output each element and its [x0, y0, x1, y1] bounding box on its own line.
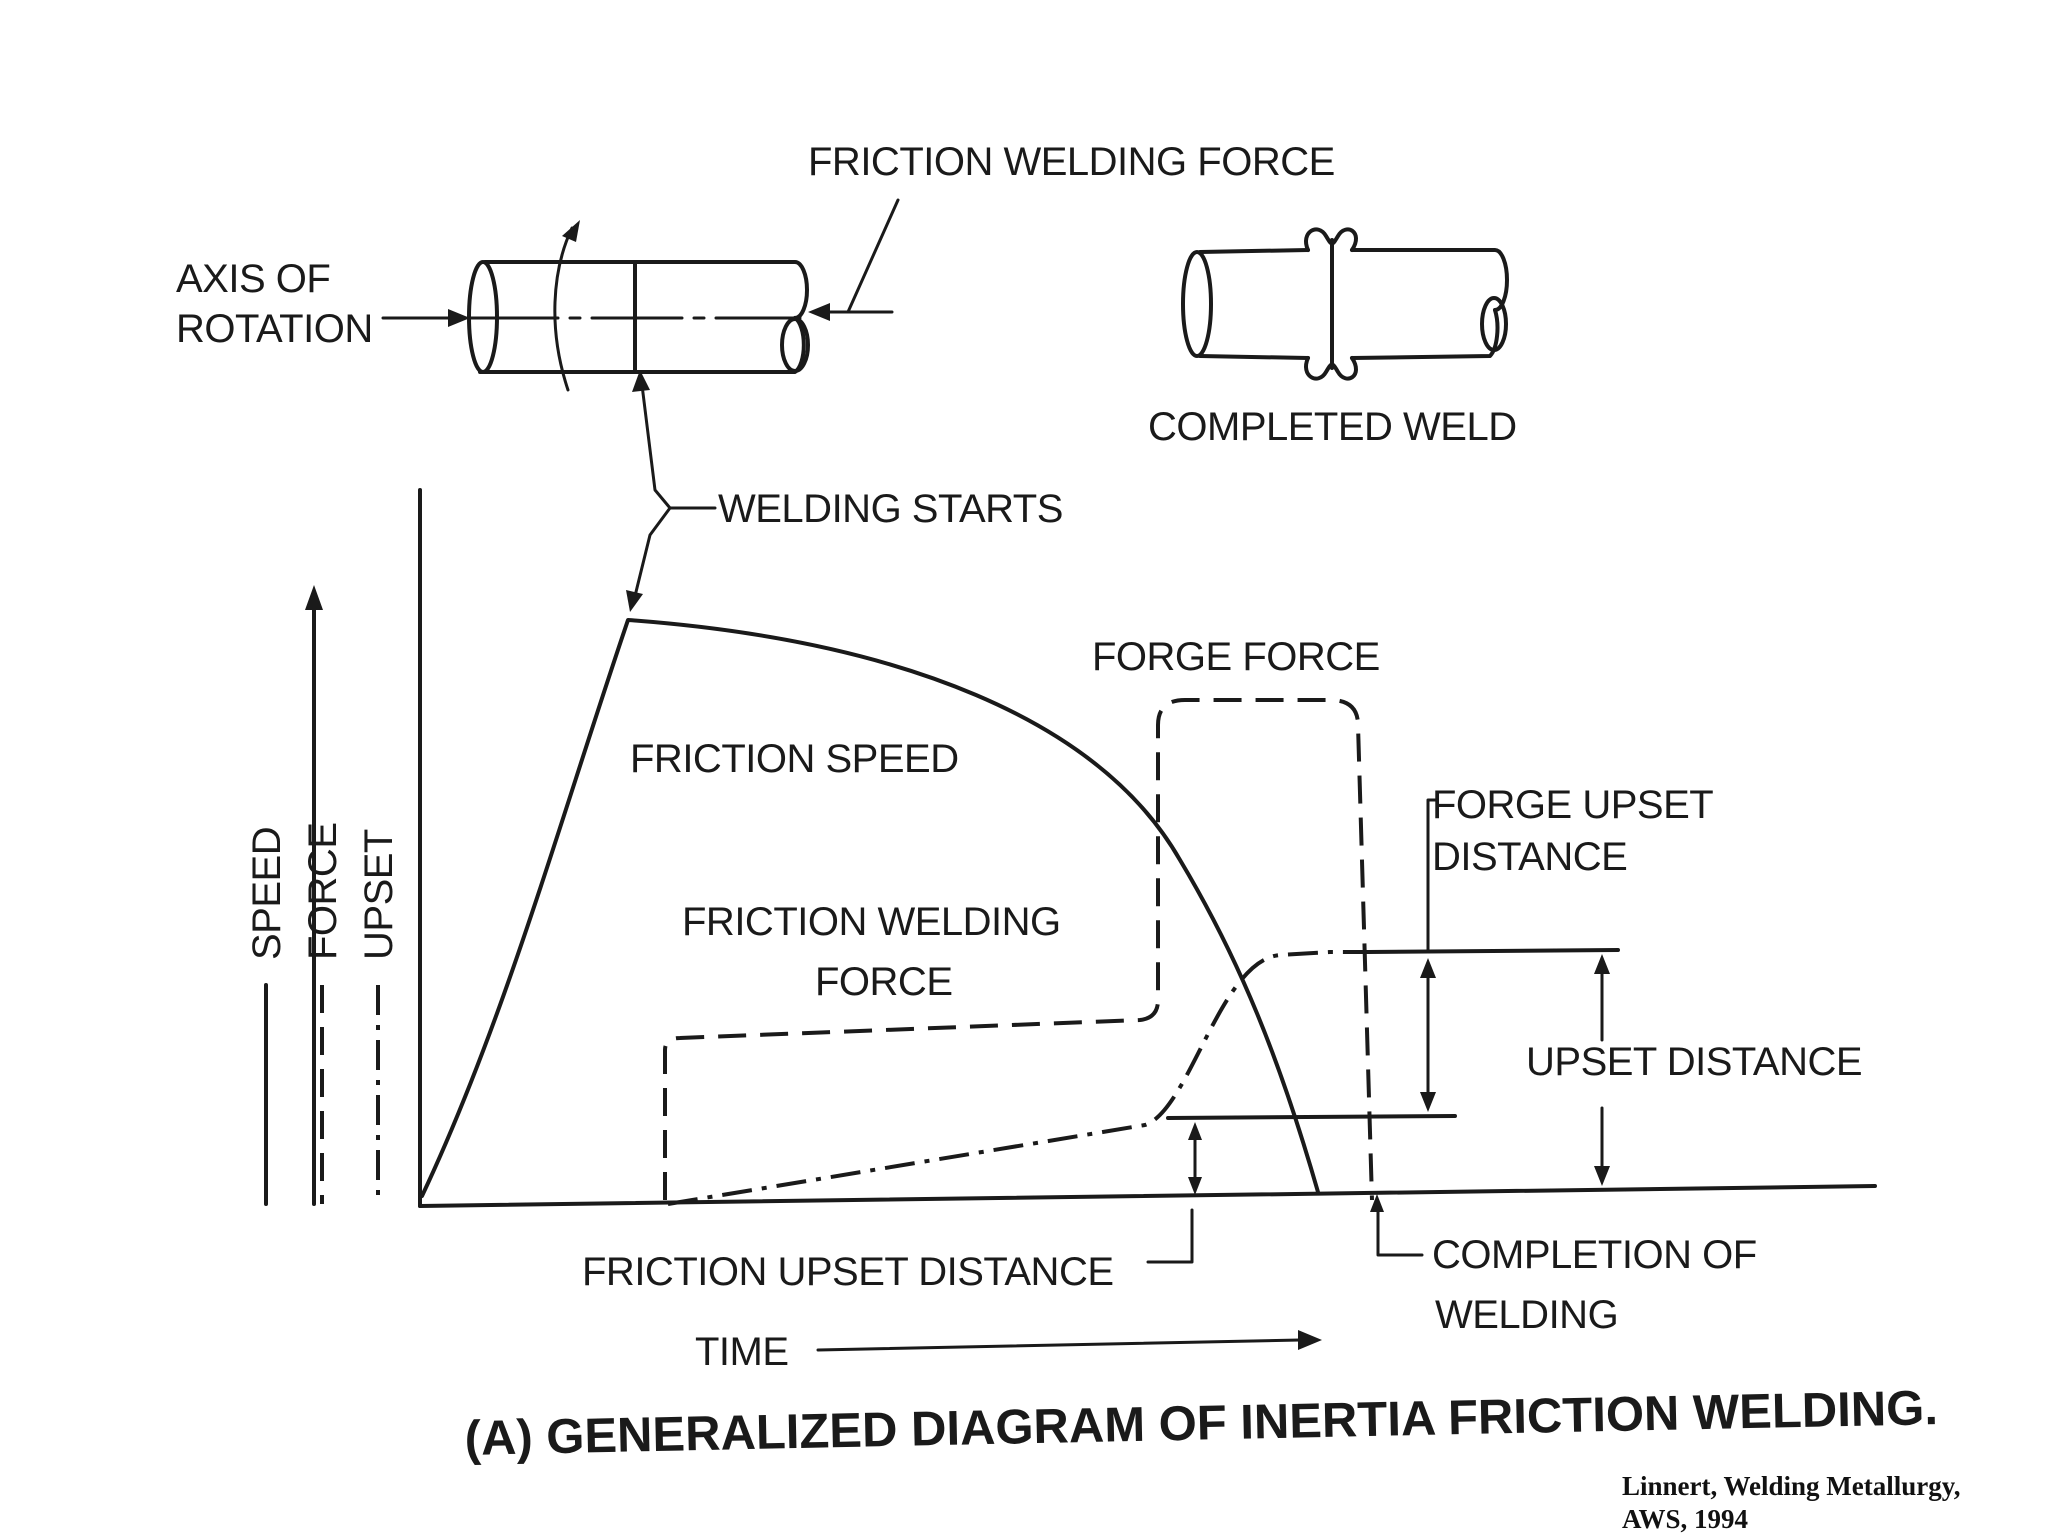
legend-label-speed: SPEED — [245, 827, 289, 960]
label-completed-weld: COMPLETED WELD — [1148, 405, 1517, 449]
upset-reference-lines — [1166, 948, 1620, 1120]
citation: Linnert, Welding Metallurgy, AWS, 1994 — [1622, 1470, 1961, 1536]
citation-line2: AWS, 1994 — [1622, 1504, 1749, 1534]
label-upset-distance: UPSET DISTANCE — [1526, 1040, 1862, 1084]
forge-upset-dimension — [1420, 798, 1438, 1112]
label-axis-of-rotation-line1: AXIS OF — [176, 257, 330, 301]
label-completion-line1: COMPLETION OF — [1432, 1233, 1757, 1277]
speed-curve — [420, 618, 1320, 1198]
completed-weld-illustration — [1181, 227, 1509, 381]
completion-marker — [1370, 1194, 1424, 1257]
label-forge-upset-line1: FORGE UPSET — [1432, 783, 1713, 827]
label-friction-upset-distance: FRICTION UPSET DISTANCE — [582, 1250, 1114, 1294]
citation-line1: Linnert, Welding Metallurgy, — [1622, 1471, 1961, 1501]
upset-curve — [667, 950, 1370, 1206]
label-time: TIME — [695, 1330, 789, 1374]
friction-welding-force-leader — [808, 198, 900, 321]
label-axis-of-rotation-line2: ROTATION — [176, 307, 373, 351]
rotating-rod-illustration — [466, 220, 810, 392]
label-forge-force: FORGE FORCE — [1092, 635, 1380, 679]
time-arrow — [816, 1330, 1322, 1352]
label-welding-starts: WELDING STARTS — [718, 487, 1063, 531]
force-curve — [663, 698, 1374, 1201]
welding-starts-leaders — [626, 370, 717, 612]
label-friction-welding-force-line1: FRICTION WELDING — [682, 900, 1061, 944]
chart-axes — [418, 488, 1877, 1208]
label-friction-speed: FRICTION SPEED — [630, 737, 959, 781]
label-friction-welding-force-line2: FORCE — [815, 960, 953, 1004]
label-forge-upset-line2: DISTANCE — [1432, 835, 1627, 879]
axis-of-rotation-arrow — [381, 309, 470, 327]
label-completion-line2: WELDING — [1435, 1293, 1618, 1337]
diagram-title: (A) GENERALIZED DIAGRAM OF INERTIA FRICT… — [464, 1381, 1938, 1466]
legend-label-force: FORCE — [301, 823, 345, 961]
upset-distance-dimension — [1594, 954, 1610, 1186]
legend-label-upset: UPSET — [357, 829, 401, 960]
friction-upset-dimension — [1146, 1122, 1202, 1264]
label-friction-welding-force-top: FRICTION WELDING FORCE — [808, 140, 1335, 184]
legend — [264, 585, 380, 1206]
